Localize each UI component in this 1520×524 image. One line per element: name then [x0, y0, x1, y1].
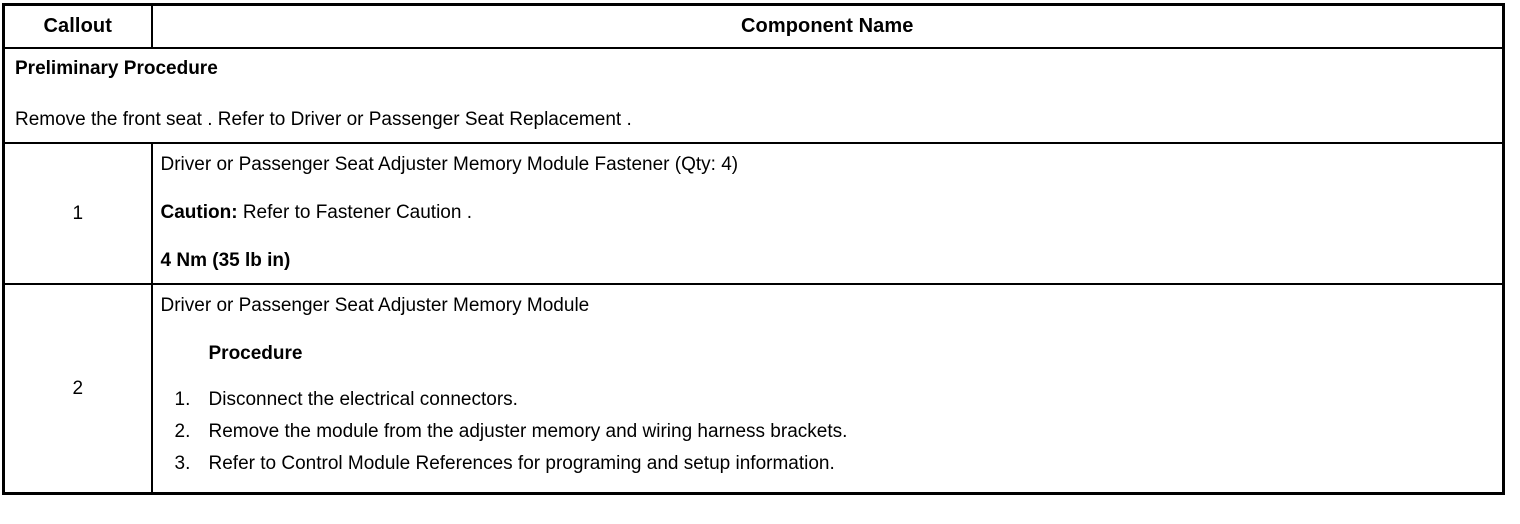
- procedure-heading: Procedure: [208, 343, 303, 364]
- table-header: Callout Component Name: [2, 3, 1505, 49]
- callout-number-2: 2: [2, 283, 153, 495]
- caution-note: Caution: Refer to Fastener Caution .: [161, 202, 1495, 223]
- component-name-1: Driver or Passenger Seat Adjuster Memory…: [160, 154, 739, 175]
- component-callout-table: Callout Component Name Preliminary Proce…: [2, 3, 1505, 495]
- spacer: [161, 175, 1495, 202]
- step-number: 1.: [174, 389, 191, 410]
- step-number: 3.: [174, 453, 191, 474]
- step-text: Refer to Control Module References for p…: [208, 453, 835, 474]
- column-header-component-name: Component Name: [150, 3, 1505, 49]
- list-item: 3. Refer to Control Module References for…: [161, 448, 1495, 480]
- spacer: [161, 316, 1495, 343]
- spacer: [161, 364, 1495, 384]
- preliminary-procedure-row: Preliminary Procedure Remove the front s…: [2, 47, 1505, 144]
- component-cell-1: Driver or Passenger Seat Adjuster Memory…: [150, 142, 1505, 285]
- table-row: 2 Driver or Passenger Seat Adjuster Memo…: [2, 283, 1505, 495]
- list-item: 2. Remove the module from the adjuster me…: [161, 416, 1495, 448]
- step-text: Disconnect the electrical connectors.: [208, 389, 518, 410]
- preliminary-procedure-text: Remove the front seat . Refer to Driver …: [15, 109, 632, 130]
- procedure-step-list: 1.Disconnect the electrical connectors. …: [161, 384, 1495, 480]
- component-cell-2: Driver or Passenger Seat Adjuster Memory…: [150, 283, 1505, 495]
- preliminary-procedure-title: Preliminary Procedure: [15, 58, 218, 79]
- list-item: 1. Disconnect the electrical connectors.: [161, 384, 1495, 416]
- table-row: 1 Driver or Passenger Seat Adjuster Memo…: [2, 142, 1505, 285]
- column-header-callout: Callout: [2, 3, 153, 49]
- component-name-2: Driver or Passenger Seat Adjuster Memory…: [160, 295, 590, 316]
- caution-label: Caution:: [160, 202, 238, 223]
- table-body: Preliminary Procedure Remove the front s…: [2, 47, 1505, 495]
- caution-text: Refer to Fastener Caution .: [237, 202, 472, 223]
- preliminary-procedure-cell: Preliminary Procedure Remove the front s…: [2, 47, 1505, 144]
- table-header-row: Callout Component Name: [2, 3, 1505, 49]
- step-text: Remove the module from the adjuster memo…: [208, 421, 848, 442]
- callout-number-1: 1: [2, 142, 153, 285]
- spacer: [15, 79, 1494, 109]
- step-number: 2.: [174, 421, 191, 442]
- torque-spec: 4 Nm (35 lb in): [160, 250, 291, 271]
- spacer: [161, 223, 1495, 250]
